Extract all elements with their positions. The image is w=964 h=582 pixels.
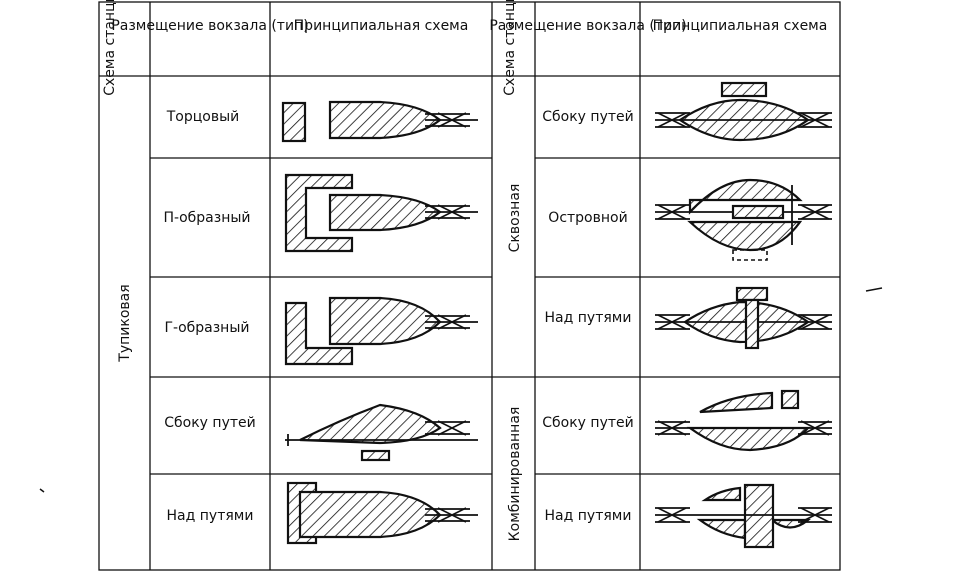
row-label-left: Г-образный: [164, 320, 249, 336]
header-scheme-left: Схема станции: [102, 0, 118, 96]
diagram-dead-end-l-shape: [284, 296, 478, 366]
diagram-dead-end-terminal: [281, 100, 478, 143]
row-label-right: Островной: [548, 210, 627, 226]
header-placement-right: Размещение вокзала (тип): [489, 18, 686, 34]
group-label-left: Тупиковая: [117, 284, 133, 362]
table-grid: [98, 1, 841, 571]
group-label-right-bottom: Комбинированная: [507, 407, 523, 542]
header-diagram-right: Принципиальная схема: [653, 18, 828, 34]
row-label-left: Торцовый: [166, 109, 240, 125]
row-label-right: Над путями: [545, 310, 632, 326]
row-label-right: Сбоку путей: [542, 415, 633, 431]
header-diagram-left: Принципиальная схема: [294, 18, 469, 34]
diagram-dead-end-side: [285, 403, 478, 462]
row-label-left: Над путями: [167, 508, 254, 524]
diagram-through-side: [655, 81, 832, 142]
diagram-dead-end-over-tracks: [286, 481, 478, 545]
row-label-right: Над путями: [545, 508, 632, 524]
row-label-left: П-образный: [164, 210, 251, 226]
diagram-through-island: [655, 178, 832, 261]
row-label-right: Сбоку путей: [542, 109, 633, 125]
group-label-right-top: Сквозная: [507, 184, 523, 253]
stray-mark: [39, 488, 45, 493]
diagram-combined-side: [655, 389, 832, 452]
row-label-left: Сбоку путей: [164, 415, 255, 431]
diagram-combined-over-tracks: [655, 483, 832, 549]
header-scheme-right: Схема станции: [502, 0, 518, 96]
diagram-through-over-tracks: [655, 286, 832, 350]
diagram-dead-end-u-shape: [284, 173, 478, 253]
header-placement-left: Размещение вокзала (тип): [111, 18, 308, 34]
stray-mark: [865, 287, 883, 292]
